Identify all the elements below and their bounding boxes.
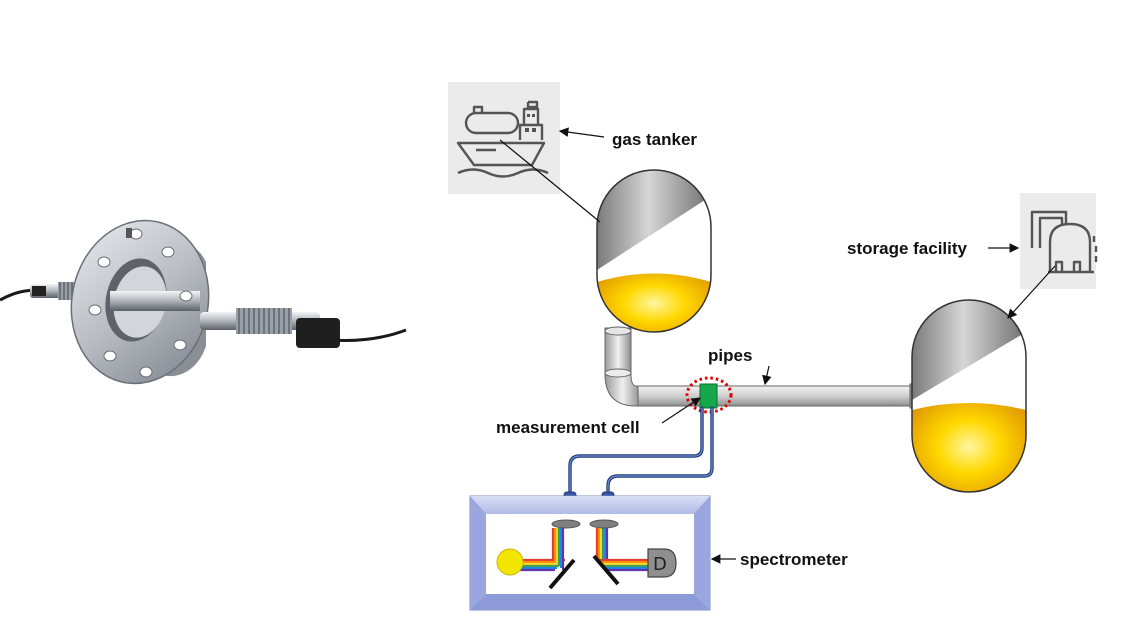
leader-tanker-to-tank xyxy=(499,139,601,223)
storage-tank-icon xyxy=(1020,193,1098,289)
light-source xyxy=(496,548,524,576)
leader-storage-to-tank xyxy=(1007,265,1056,319)
label-storage-facility: storage facility xyxy=(847,239,968,258)
label-pipes: pipes xyxy=(708,346,752,365)
label-gas-tanker: gas tanker xyxy=(612,130,697,149)
label-measurement-cell: measurement cell xyxy=(496,418,640,437)
detector-label: D xyxy=(653,554,667,575)
arrow-gas-tanker xyxy=(558,127,605,138)
measurement-cell-highlight xyxy=(685,376,733,414)
sensor-cable-right xyxy=(329,328,407,342)
label-spectrometer: spectrometer xyxy=(740,550,848,569)
probe-connector-left xyxy=(32,286,46,296)
tank-tanker-side xyxy=(596,169,712,333)
tank-storage-side xyxy=(911,299,1027,493)
probe-connector-right xyxy=(296,318,340,348)
probe-spring-right xyxy=(236,308,292,334)
optical-window-2 xyxy=(589,519,619,529)
sampling-flange xyxy=(70,219,210,385)
sensor-photo xyxy=(0,219,407,385)
pipe-horizontal xyxy=(637,385,915,407)
light-beam xyxy=(520,528,650,572)
spectrometer-box: D xyxy=(469,495,711,611)
ship-tanker-icon xyxy=(448,82,560,194)
measurement-cell xyxy=(685,376,733,414)
pipe-system xyxy=(604,326,917,409)
leader-lines xyxy=(499,127,1056,564)
mirror-1 xyxy=(548,558,576,590)
arrow-measurement-cell xyxy=(661,397,702,424)
arrow-pipes xyxy=(762,365,772,386)
mirror-2 xyxy=(592,554,620,586)
pipe-elbow xyxy=(604,373,641,407)
optical-window-1 xyxy=(551,519,581,529)
detector xyxy=(647,548,677,578)
pipe-vertical xyxy=(604,327,632,375)
